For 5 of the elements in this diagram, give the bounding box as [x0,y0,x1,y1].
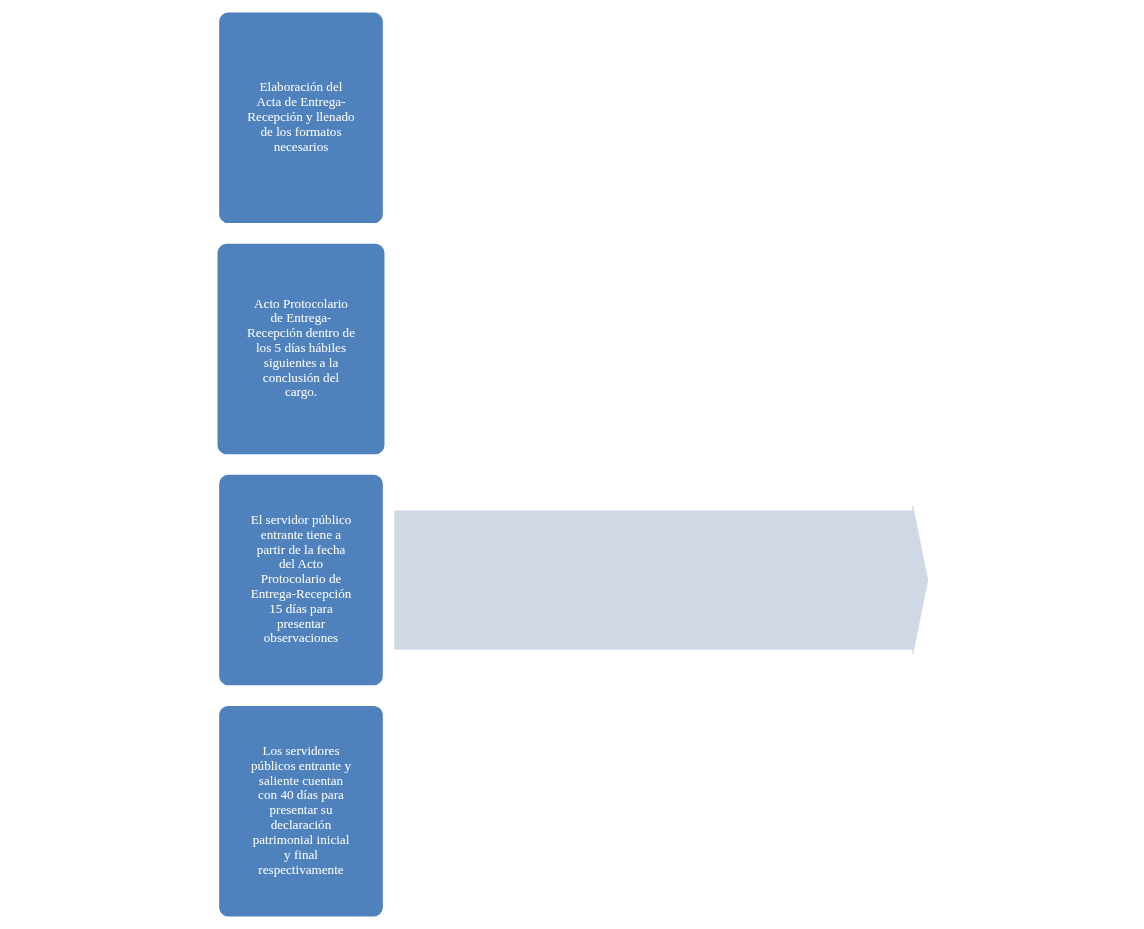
node-box: Acto Protocolario de Entrega-Recepción dentro de los 5 días hábiles siguientes a la conclusión del cargo. [215,241,387,457]
node-arrow [394,505,929,655]
node-box: Elaboración del Acta de Entrega-Recepción y llenado de los formatos necesarios [216,10,386,226]
node-box: El servidor público entrante tiene a partir de la fecha del Acto Protocolario de Entrega-Recepción 15 días para presentar observaciones [216,472,386,688]
node-box: Los servidores públicos entrante y saliente cuentan con 40 días para presentar su declaración patrimonial inicial y final respectivamente [216,703,386,919]
